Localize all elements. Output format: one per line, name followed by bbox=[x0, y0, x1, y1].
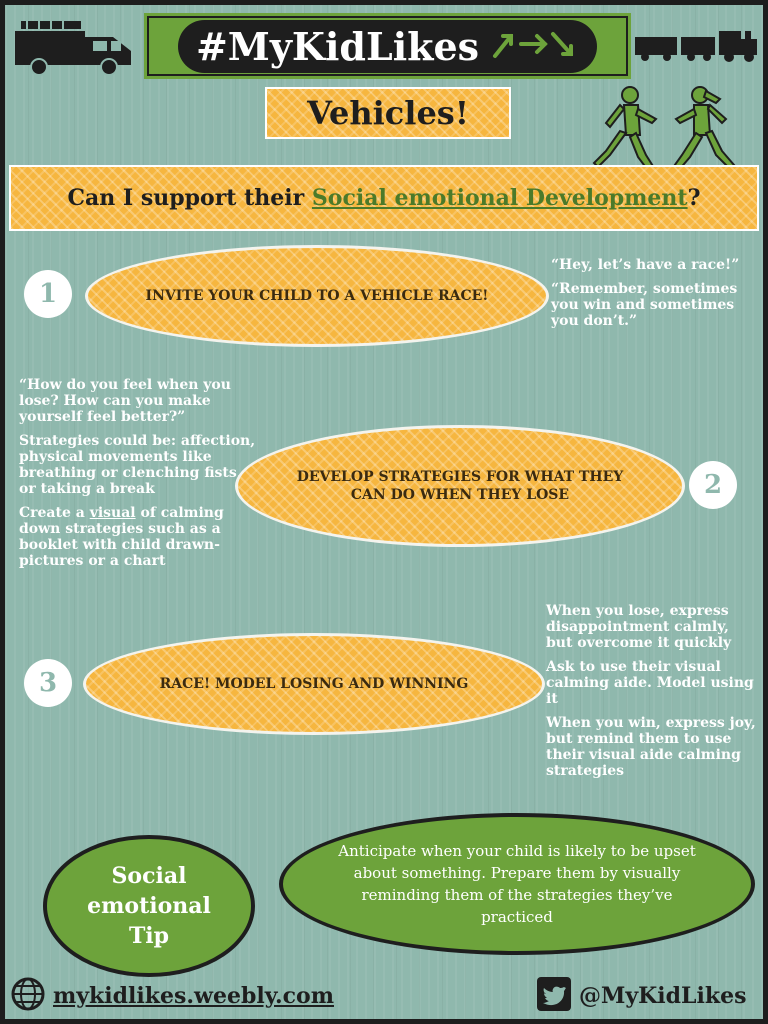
tip-text-ellipse: Anticipate when your child is likely to … bbox=[279, 813, 755, 955]
step-2-label: DEVELOP STRATEGIES FOR WHAT THEY CAN DO … bbox=[296, 469, 624, 503]
step-3-note-3: When you win, express joy, but remind th… bbox=[546, 715, 756, 779]
subtitle: Vehicles! bbox=[307, 94, 469, 132]
question-highlight: Social emotional Development bbox=[311, 185, 688, 211]
step-3-note-2: Ask to use their visual calming aide. Mo… bbox=[546, 659, 754, 707]
step-number-3: 3 bbox=[24, 659, 72, 707]
twitter-icon bbox=[537, 977, 571, 1015]
title-banner: #MyKidLikes bbox=[144, 13, 631, 79]
step-2-notes: “How do you feel when you lose? How can … bbox=[19, 377, 259, 577]
step-2-note-2: Strategies could be: affection, physical… bbox=[19, 433, 256, 497]
twitter-handle[interactable]: @MyKidLikes bbox=[579, 983, 747, 1009]
step-2-ellipse: DEVELOP STRATEGIES FOR WHAT THEY CAN DO … bbox=[235, 425, 685, 547]
step-1-note-2: “Remember, sometimes you win and sometim… bbox=[551, 281, 738, 329]
question-suffix: ? bbox=[687, 185, 701, 211]
step-2-note-3: Create a visual of calming down strategi… bbox=[19, 505, 259, 569]
step-2-note-3-before: Create a bbox=[19, 505, 90, 521]
step-3-note-1: When you lose, express disappointment ca… bbox=[546, 603, 732, 651]
page-title: #MyKidLikes bbox=[195, 23, 480, 69]
step-2-note-3-link: visual bbox=[89, 505, 136, 521]
fire-truck-icon bbox=[13, 17, 137, 81]
step-number-1: 1 bbox=[24, 270, 72, 318]
tip-title-line-3: Tip bbox=[128, 923, 170, 949]
tip-title-line-2: emotional bbox=[87, 893, 211, 919]
step-2-note-1: “How do you feel when you lose? How can … bbox=[19, 377, 231, 425]
step-number-2: 2 bbox=[689, 461, 737, 509]
question-banner: Can I support their Social emotional Dev… bbox=[9, 165, 759, 231]
step-1-ellipse: INVITE YOUR CHILD TO A VEHICLE RACE! bbox=[85, 245, 549, 347]
question-prefix: Can I support their bbox=[67, 185, 312, 211]
step-3-ellipse: RACE! MODEL LOSING AND WINNING bbox=[83, 633, 545, 735]
tip-title-line-1: Social bbox=[111, 863, 187, 889]
website-link[interactable]: mykidlikes.weebly.com bbox=[53, 983, 334, 1009]
step-3-label: RACE! MODEL LOSING AND WINNING bbox=[159, 676, 469, 692]
step-2-note-3-after: of calming down strategies such as a boo… bbox=[19, 505, 224, 569]
subtitle-banner: Vehicles! bbox=[265, 87, 511, 139]
footer-twitter[interactable]: @MyKidLikes bbox=[537, 977, 746, 1015]
footer-website[interactable]: mykidlikes.weebly.com bbox=[11, 977, 334, 1015]
step-3-notes: When you lose, express disappointment ca… bbox=[546, 603, 760, 787]
globe-icon bbox=[11, 977, 45, 1015]
tip-text: Anticipate when your child is likely to … bbox=[338, 842, 696, 926]
tip-title-circle: Social emotional Tip bbox=[43, 835, 255, 977]
train-icon bbox=[633, 27, 761, 67]
infographic: #MyKidLikes bbox=[5, 5, 763, 1019]
arrows-icon bbox=[491, 26, 579, 66]
step-1-notes: “Hey, let’s have a race!” “Remember, som… bbox=[551, 257, 761, 337]
step-1-label: INVITE YOUR CHILD TO A VEHICLE RACE! bbox=[145, 288, 489, 304]
step-1-note-1: “Hey, let’s have a race!” bbox=[551, 257, 740, 273]
